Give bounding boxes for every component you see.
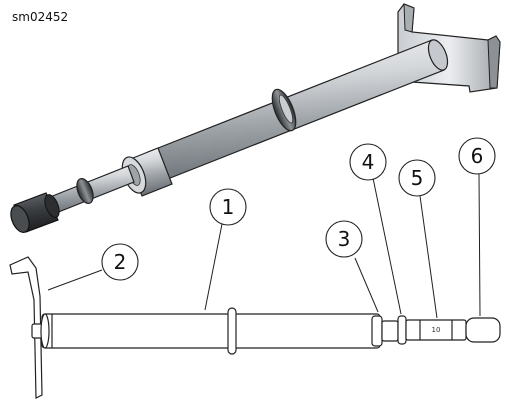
line-bracket bbox=[9, 256, 43, 399]
shaded-ring-small bbox=[76, 178, 94, 204]
callout-5-number: 5 bbox=[411, 166, 424, 190]
line-drawing-tool bbox=[9, 256, 501, 399]
leader-6 bbox=[478, 173, 481, 317]
line-center-ring bbox=[227, 307, 237, 355]
callout-4: 4 bbox=[349, 143, 387, 181]
line-tip bbox=[465, 317, 501, 343]
leader-1 bbox=[204, 223, 223, 311]
scale-mark: 10 bbox=[432, 326, 441, 334]
line-small-ring bbox=[397, 315, 407, 345]
callout-6: 6 bbox=[458, 137, 496, 175]
leader-2 bbox=[47, 269, 103, 291]
callout-1: 1 bbox=[209, 188, 247, 226]
callouts: 1 2 3 4 5 6 bbox=[101, 137, 496, 281]
line-end-collar bbox=[371, 315, 383, 347]
shaded-rubber-tip bbox=[10, 205, 30, 233]
callout-2-number: 2 bbox=[114, 250, 127, 274]
leader-4 bbox=[372, 177, 402, 315]
shaded-tool bbox=[10, 3, 501, 233]
callout-3-number: 3 bbox=[338, 227, 351, 251]
leader-5 bbox=[419, 195, 438, 319]
callout-3: 3 bbox=[325, 220, 363, 258]
line-neck bbox=[381, 320, 399, 342]
callout-5: 5 bbox=[398, 159, 436, 197]
callout-6-number: 6 bbox=[471, 144, 484, 168]
callout-4-number: 4 bbox=[362, 150, 375, 174]
callout-2: 2 bbox=[101, 243, 139, 281]
line-main-body bbox=[41, 313, 381, 349]
leader-lines bbox=[47, 173, 481, 319]
callout-1-number: 1 bbox=[222, 195, 235, 219]
leader-3 bbox=[354, 257, 379, 313]
figure-id: sm02452 bbox=[12, 10, 69, 24]
